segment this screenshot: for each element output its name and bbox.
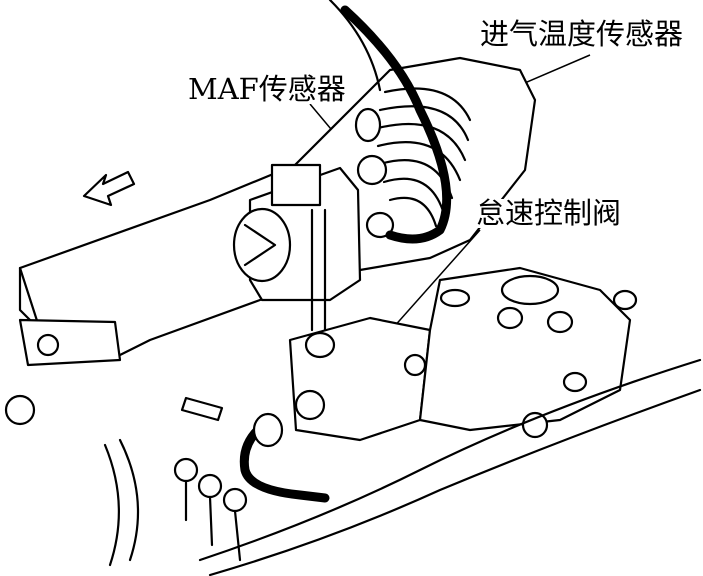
wire-harness-3 (118, 438, 140, 562)
connector-2 (197, 473, 223, 499)
manifold-port-1 (439, 288, 471, 308)
maf-inlet-detail (243, 223, 277, 267)
iat-sensor-hose (340, 5, 452, 244)
wire-harness-1 (198, 358, 702, 562)
bracket-bolt (36, 333, 60, 357)
throttle-fitting (304, 331, 336, 359)
connector-3 (222, 487, 248, 513)
maf-connector (270, 163, 322, 207)
manifold-cap (500, 274, 560, 306)
iat-wire (328, 0, 382, 92)
sensor-ring-1 (354, 107, 382, 143)
maf-bracket (310, 208, 327, 332)
sensor-ring-2 (356, 154, 388, 186)
left-fitting (4, 394, 36, 426)
left-bracket (18, 318, 122, 367)
wire-harness-2 (208, 388, 702, 576)
label-intake-air-temp-sensor: 进气温度传感器 (478, 17, 686, 51)
airflow-arrow (82, 170, 136, 207)
manifold-port-2 (496, 306, 524, 330)
manifold-sensor (521, 411, 549, 439)
iac-hose-clamp (252, 412, 284, 448)
manifold-port-3 (546, 310, 574, 334)
connector-1 (173, 457, 199, 483)
stud-bolt (180, 396, 224, 422)
manifold-port-5 (562, 371, 588, 393)
label-idle-air-control-valve: 怠速控制阀 (474, 196, 624, 230)
iac-valve (294, 389, 326, 421)
manifold-port-4 (612, 289, 638, 311)
sensor-ring-3 (365, 211, 395, 239)
wire-harness-4 (103, 443, 120, 567)
connector-wires (184, 479, 242, 562)
manifold-bolt (403, 353, 427, 377)
maf-inlet (232, 207, 292, 283)
label-maf-sensor: MAF传感器 (186, 72, 348, 106)
